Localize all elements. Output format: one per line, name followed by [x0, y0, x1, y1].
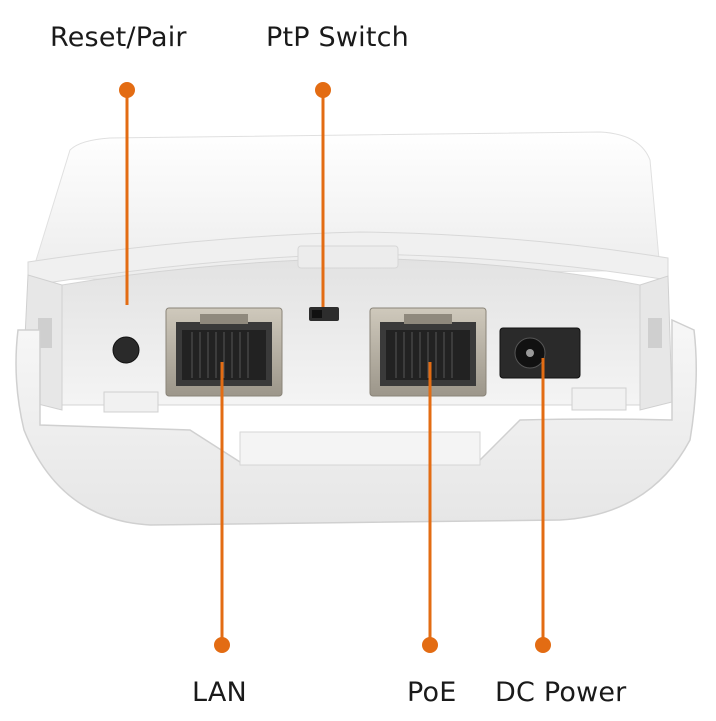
- callout-group: [119, 82, 551, 653]
- dc-power-jack-shape: [499, 327, 581, 379]
- ptp-switch-label: PtP Switch: [266, 22, 409, 53]
- lan-port-shape: [165, 307, 283, 397]
- cover-notch: [239, 431, 481, 466]
- lan-label: LAN: [192, 677, 247, 708]
- ptp-switch-callout-dot: [315, 82, 331, 98]
- reset-button-shape: [112, 336, 140, 364]
- reset-pair-callout-dot: [119, 82, 135, 98]
- dc-power-label: DC Power: [495, 677, 627, 708]
- left-latch-slot: [38, 318, 52, 348]
- lan-callout-dot: [214, 637, 230, 653]
- dc-power-callout-dot: [535, 637, 551, 653]
- poe-callout-dot: [422, 637, 438, 653]
- front-cover: [15, 318, 697, 526]
- cover-right-tab: [571, 387, 627, 411]
- right-latch-slot: [648, 318, 662, 348]
- panel-tab: [297, 245, 399, 269]
- poe-port-shape: [369, 307, 487, 397]
- cover-left-tab: [103, 391, 159, 413]
- reset-pair-label: Reset/Pair: [50, 22, 187, 53]
- poe-label: PoE: [407, 677, 457, 708]
